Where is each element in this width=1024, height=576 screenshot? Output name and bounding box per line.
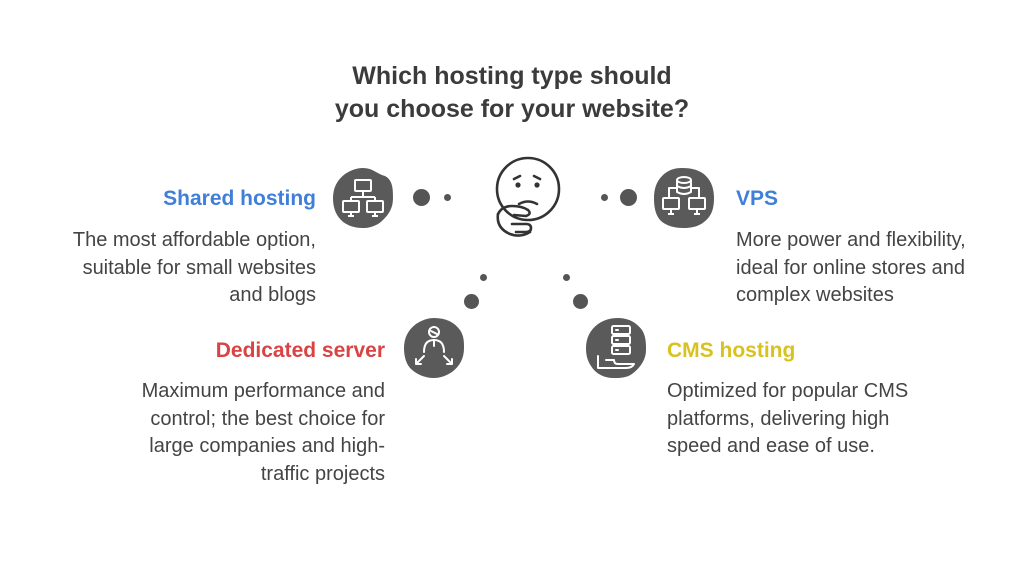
dedicated-server-heading: Dedicated server: [215, 339, 385, 362]
shared-hosting-heading: Shared hosting: [163, 187, 316, 210]
shared-hosting-description: The most affordable option, suitable for…: [72, 229, 316, 306]
dedicated-server-description: Maximum performance and control; the bes…: [141, 380, 385, 485]
connector-dot: [413, 189, 430, 206]
connector-dot: [620, 189, 637, 206]
cms-hosting-heading: CMS hosting: [667, 339, 796, 362]
connector-dot: [444, 194, 451, 201]
server-hand-icon: [584, 316, 648, 380]
cms-hosting-description: Optimized for popular CMS platforms, del…: [667, 380, 909, 457]
title-line-2: you choose for your website?: [334, 95, 690, 123]
connector-dot: [573, 294, 588, 309]
person-arrows-icon: [402, 316, 466, 380]
connector-dot: [480, 274, 487, 281]
vps-heading: VPS: [736, 187, 779, 210]
connector-dot: [601, 194, 608, 201]
database-computers-icon: [652, 166, 716, 230]
title-line-1: Which hosting type should: [352, 62, 672, 90]
connector-dot: [563, 274, 570, 281]
vps-description: More power and flexibility, ideal for on…: [736, 229, 966, 306]
network-computers-icon: [331, 166, 395, 230]
connector-dot: [464, 294, 479, 309]
diagram-title: Which hosting type should you choose for…: [262, 60, 762, 126]
thinking-face-icon: [484, 152, 566, 244]
